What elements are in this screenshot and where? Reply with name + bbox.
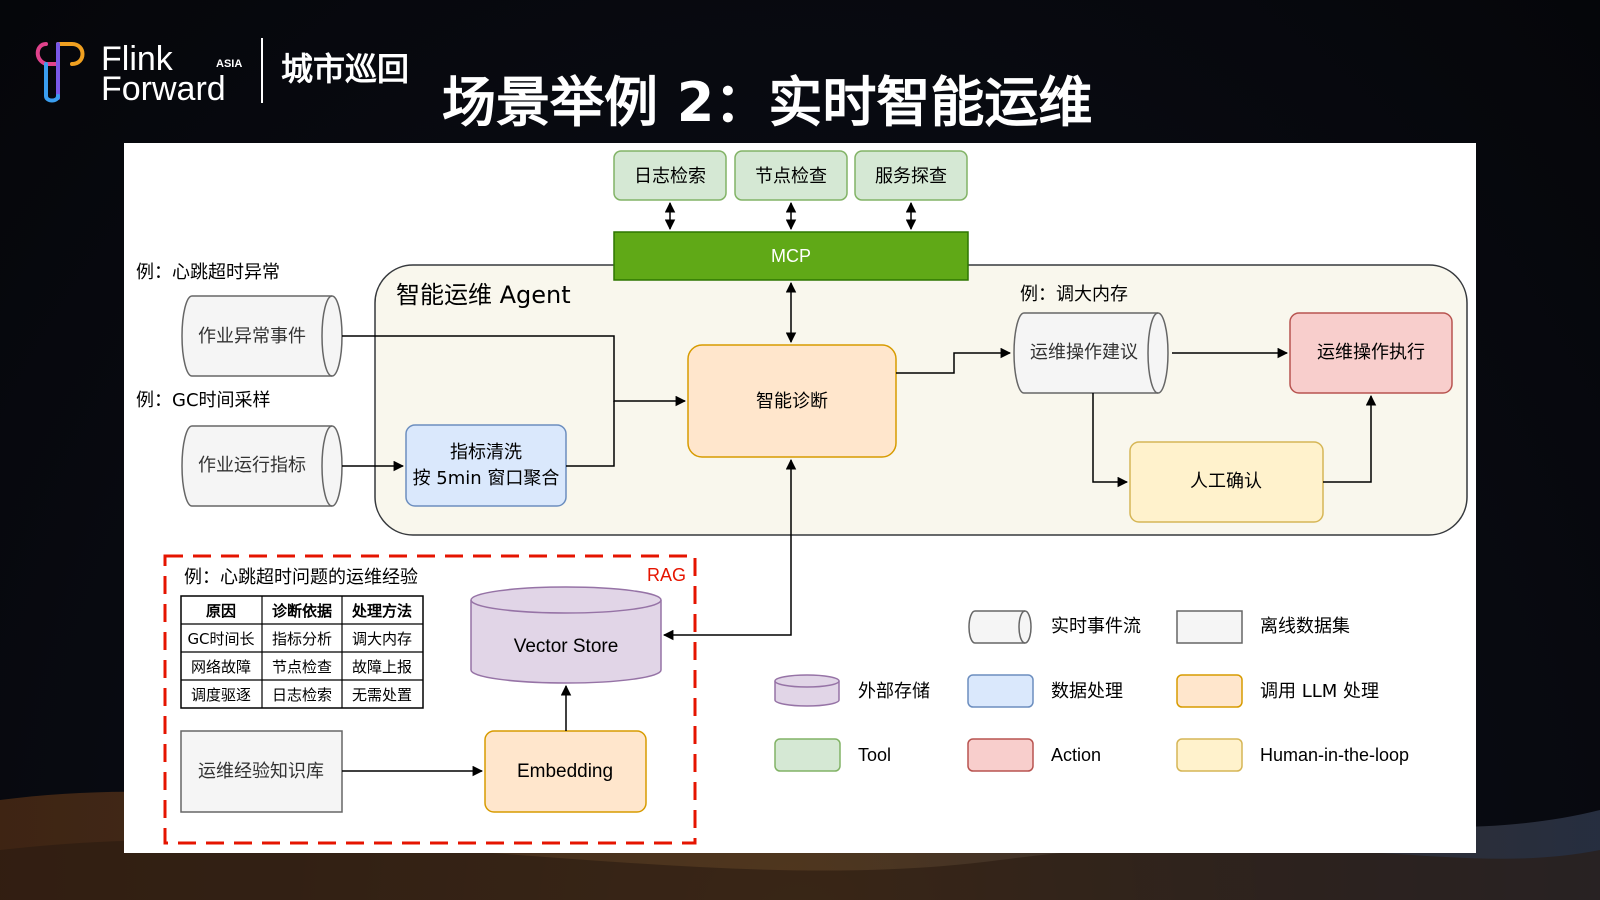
rag-label: RAG [647,565,686,585]
diagnosis-box[interactable]: 智能诊断 [687,344,897,458]
svg-text:服务探查: 服务探查 [875,166,947,187]
svg-text:Embedding: Embedding [517,761,613,782]
human-confirm-box[interactable]: 人工确认 [1129,441,1324,523]
experience-table: 原因 诊断依据 处理方法 GC时间长 指标分析 调大内存 网络故障 节点检查 故… [180,595,424,709]
svg-text:Human-in-the-loop: Human-in-the-loop [1260,745,1409,765]
legend-action: Action [967,738,1101,772]
svg-text:指标清洗: 指标清洗 [450,442,522,463]
tool-log-search[interactable]: 日志检索 [613,150,727,201]
logo-flink: Flink [101,40,174,78]
table-cell: 节点检查 [272,658,332,676]
embedding-box[interactable]: Embedding [484,730,647,813]
svg-text:数据处理: 数据处理 [1051,681,1123,702]
metric-cleaning-box[interactable]: 指标清洗 按 5min 窗口聚合 [405,424,567,507]
events-example: 例：心跳超时异常 [136,262,280,283]
output-example: 例：调大内存 [1020,284,1128,305]
svg-text:离线数据集: 离线数据集 [1260,616,1350,637]
table-header: 诊断依据 [272,602,332,620]
arrow-events-diagnosis [342,335,687,407]
event-name: 城市巡回 [281,50,409,88]
svg-text:按 5min 窗口聚合: 按 5min 窗口聚合 [413,468,560,489]
tool-node-check[interactable]: 节点检查 [734,150,848,201]
table-header: 原因 [206,602,236,620]
svg-text:调用 LLM 处理: 调用 LLM 处理 [1260,681,1379,702]
logo-forward: Forward [101,70,226,108]
arrow-cleaning-diagnosis [566,401,615,467]
agent-title: 智能运维 Agent [396,281,571,309]
rag-region [163,554,697,845]
table-cell: 指标分析 [272,630,332,648]
legend-data-processing: 数据处理 [967,674,1123,708]
ops-suggestion-stream[interactable]: 运维操作建议 [1013,312,1169,394]
svg-text:作业运行指标: 作业运行指标 [198,455,306,476]
svg-text:Vector Store: Vector Store [514,636,619,657]
legend-llm-processing: 调用 LLM 处理 [1176,674,1379,708]
page-title: 场景举例 2：实时智能运维 [442,71,1092,134]
vector-store[interactable]: Vector Store [470,586,662,684]
table-cell: 调大内存 [352,630,412,648]
table-cell: 日志检索 [272,686,332,704]
svg-text:运维操作建议: 运维操作建议 [1030,342,1138,363]
legend-human-in-the-loop: Human-in-the-loop [1176,738,1409,772]
svg-text:Action: Action [1051,745,1101,765]
legend: 实时事件流 离线数据集 外部存储 数据处理 调用 LLM 处理 Tool Act… [774,610,1409,772]
table-cell: 调度驱逐 [191,686,251,704]
arrow-vector-diagnosis [662,458,797,641]
arrow-diagnosis-suggestion [896,347,1012,374]
svg-text:Tool: Tool [858,745,891,765]
svg-text:运维操作执行: 运维操作执行 [1317,342,1425,363]
table-cell: 故障上报 [352,658,412,676]
svg-text:实时事件流: 实时事件流 [1051,616,1141,637]
arrow-confirm-execute [1323,394,1377,483]
mcp-bar[interactable]: MCP [613,231,969,281]
ops-execute-box[interactable]: 运维操作执行 [1289,312,1453,394]
svg-text:运维经验知识库: 运维经验知识库 [198,761,324,782]
table-cell: 无需处置 [352,686,412,704]
stream-job-runtime-metrics[interactable]: 作业运行指标 [181,425,343,507]
svg-text:日志检索: 日志检索 [634,166,706,187]
table-cell: GC时间长 [187,630,254,648]
metrics-example: 例：GC时间采样 [136,390,271,411]
svg-text:作业异常事件: 作业异常事件 [198,326,306,347]
flink-forward-logo: Flink Forward ASIA 城市巡回 [35,38,409,108]
logo-asia: ASIA [216,58,242,70]
legend-tool: Tool [774,738,891,772]
table-cell: 网络故障 [191,658,251,676]
legend-offline-dataset: 离线数据集 [1176,610,1350,644]
rag-example: 例：心跳超时问题的运维经验 [184,567,418,588]
legend-external-storage: 外部存储 [774,674,930,707]
legend-realtime-stream: 实时事件流 [968,610,1141,644]
knowledge-base[interactable]: 运维经验知识库 [180,730,343,813]
stream-job-exception-events[interactable]: 作业异常事件 [181,295,343,377]
svg-text:外部存储: 外部存储 [858,681,930,702]
svg-text:智能诊断: 智能诊断 [756,391,828,412]
svg-text:人工确认: 人工确认 [1190,471,1262,492]
svg-text:节点检查: 节点检查 [755,166,827,187]
flink-logo-icon [35,42,85,103]
tool-service-probe[interactable]: 服务探查 [854,150,968,201]
table-header: 处理方法 [351,602,412,620]
arrow-suggestion-confirm [1092,393,1129,488]
svg-text:MCP: MCP [771,246,811,266]
